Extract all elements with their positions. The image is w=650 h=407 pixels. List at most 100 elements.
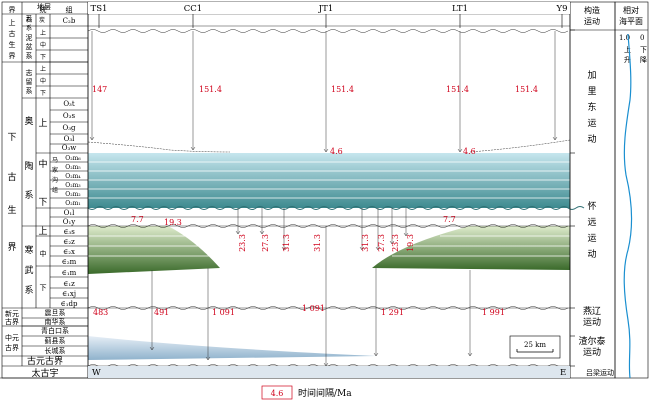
- qingbaikou: 青白口系: [41, 326, 69, 335]
- gap-arrowhead-13: [359, 246, 365, 251]
- sys-silur-2: 留: [26, 77, 33, 86]
- gap-majiagou-lt1: 4.6: [463, 147, 476, 156]
- silur-lower: 下: [40, 90, 46, 97]
- caledonian-5: 动: [587, 134, 596, 145]
- gap-arrowhead-16: [403, 232, 409, 237]
- tectonic-title-1: 构造: [584, 5, 600, 15]
- sys-ordov-2: 陶: [24, 160, 33, 172]
- gap-arrowhead-14: [375, 246, 381, 251]
- gap-arrowhead-5: [323, 362, 329, 367]
- e2x: ∈₂x: [63, 248, 75, 256]
- o3t: O₃t: [63, 100, 75, 108]
- o3s: O₃s: [63, 112, 76, 120]
- camb-upper-series: 上: [38, 226, 47, 237]
- o2m5: O₂m₅: [65, 164, 81, 171]
- gap-silurian-jt1: 151.4: [331, 85, 354, 94]
- sea-fall-1: 下: [640, 46, 647, 54]
- well-lines: [98, 14, 563, 28]
- o2m3: O₂m₃: [65, 182, 81, 189]
- gap-arrowhead-1: [190, 146, 196, 151]
- gap-pre-y9: 1 991: [482, 308, 505, 317]
- o3g: O₃g: [62, 124, 76, 132]
- era-upper-paleozoic-3: 生: [9, 40, 16, 49]
- sea-title-2: 海平面: [619, 16, 643, 26]
- gap-arrowhead-15: [389, 240, 395, 245]
- jixian: 蓟县系: [45, 336, 66, 345]
- era-lower-paleozoic-2: 古: [7, 171, 16, 183]
- sys-ordov-3: 系: [24, 190, 33, 201]
- gap-silurian-lt1: 151.4: [446, 85, 469, 94]
- zhaertai-2: 运动: [583, 347, 601, 358]
- direction-east: E: [560, 368, 566, 378]
- gap-pre-2: 491: [154, 308, 169, 317]
- era-neoproterozoic-1: 新元: [5, 309, 19, 318]
- sys-camb-2: 武: [24, 264, 33, 276]
- gap-pre-ts1: 483: [93, 308, 108, 317]
- camb-lower-series: 下: [40, 284, 47, 292]
- carb-series: C₂b: [63, 17, 76, 25]
- zhaertai-1: 渣尔泰: [578, 335, 605, 347]
- gap-camb-5: 31.3: [282, 234, 291, 252]
- sys-carb-3: 系: [26, 24, 32, 32]
- strat-column-grid: [0, 1, 570, 379]
- direction-west: W: [92, 368, 101, 378]
- ord-middle-series: 中: [38, 158, 47, 170]
- devon-middle: 中: [40, 41, 46, 49]
- gap-arrows: [89, 31, 558, 367]
- nanhua: 南华系: [45, 317, 66, 326]
- section-frame: [87, 1, 649, 379]
- gap-camb-10: 19.3: [406, 234, 415, 252]
- o3l: O₃l: [64, 135, 76, 143]
- well-y9: Y9: [555, 4, 567, 14]
- silur-middle: 中: [40, 77, 46, 85]
- gap-arrowhead-12: [281, 246, 287, 251]
- caledonian-3: 东: [587, 101, 596, 113]
- caledonian-4: 运: [587, 118, 596, 129]
- sea-right-value: 0: [640, 34, 644, 42]
- gap-majiagou-jt1: 4.6: [330, 147, 343, 156]
- era-upper-paleozoic-1: 上: [9, 18, 16, 27]
- well-lt1: LT1: [452, 4, 468, 14]
- huaiyuan-4: 动: [587, 249, 596, 260]
- ord-upper-series: 上: [38, 118, 47, 129]
- sys-ordov-1: 奥: [24, 115, 33, 127]
- era-upper-paleozoic-2: 古: [9, 29, 16, 38]
- tectonic-huaiyuan: 怀 远 运 动: [587, 200, 596, 260]
- era-mesoproterozoic-1: 中元: [5, 333, 19, 342]
- e3s: ∈₃s: [63, 228, 75, 236]
- lvliang: 吕梁运动: [586, 368, 614, 377]
- legend-value: 4.6: [271, 389, 284, 398]
- o1l: O₁l: [64, 209, 76, 217]
- huaiyuan-1: 怀: [587, 200, 596, 212]
- well-ts1: TS1: [91, 4, 108, 14]
- gap-arrowhead-0: [89, 136, 95, 141]
- e1z: ∈₁z: [63, 280, 75, 288]
- e2z: ∈₂z: [63, 238, 75, 246]
- o3w: O₃w: [62, 144, 77, 152]
- col-zu: 组: [66, 5, 73, 14]
- gap-arrowhead-2: [323, 148, 329, 153]
- devon-upper: 上: [40, 29, 46, 37]
- sys-carb-2: 炭: [39, 17, 45, 24]
- scale-bar: 25 km: [509, 335, 561, 359]
- o2m6: O₂m₆: [65, 155, 81, 162]
- gap-silurian-cc1: 151.4: [199, 85, 222, 94]
- silur-upper: 上: [40, 65, 46, 73]
- o1y: O₁y: [63, 218, 76, 226]
- ord-majiagou-2: 家: [52, 166, 58, 174]
- sys-camb-1: 寒: [24, 244, 33, 256]
- sea-rise-1: 上: [624, 45, 631, 54]
- gap-arrowhead-8: [149, 346, 155, 351]
- ord-majiagou-4: 组: [52, 186, 58, 194]
- era-upper-paleozoic-4: 界: [9, 52, 16, 60]
- e2m: ∈₂m: [62, 258, 77, 266]
- gap-arrowhead-7: [373, 352, 379, 357]
- sys-devon-2: 盆: [26, 42, 33, 51]
- sys-devon-1: 泥: [26, 34, 33, 42]
- col-jie: 界: [9, 6, 16, 14]
- ord-majiagou-1: 马: [52, 156, 58, 164]
- sea-title-1: 相对: [623, 5, 639, 15]
- gap-arrowhead-11: [259, 230, 265, 235]
- gap-arrowhead-3: [457, 148, 463, 153]
